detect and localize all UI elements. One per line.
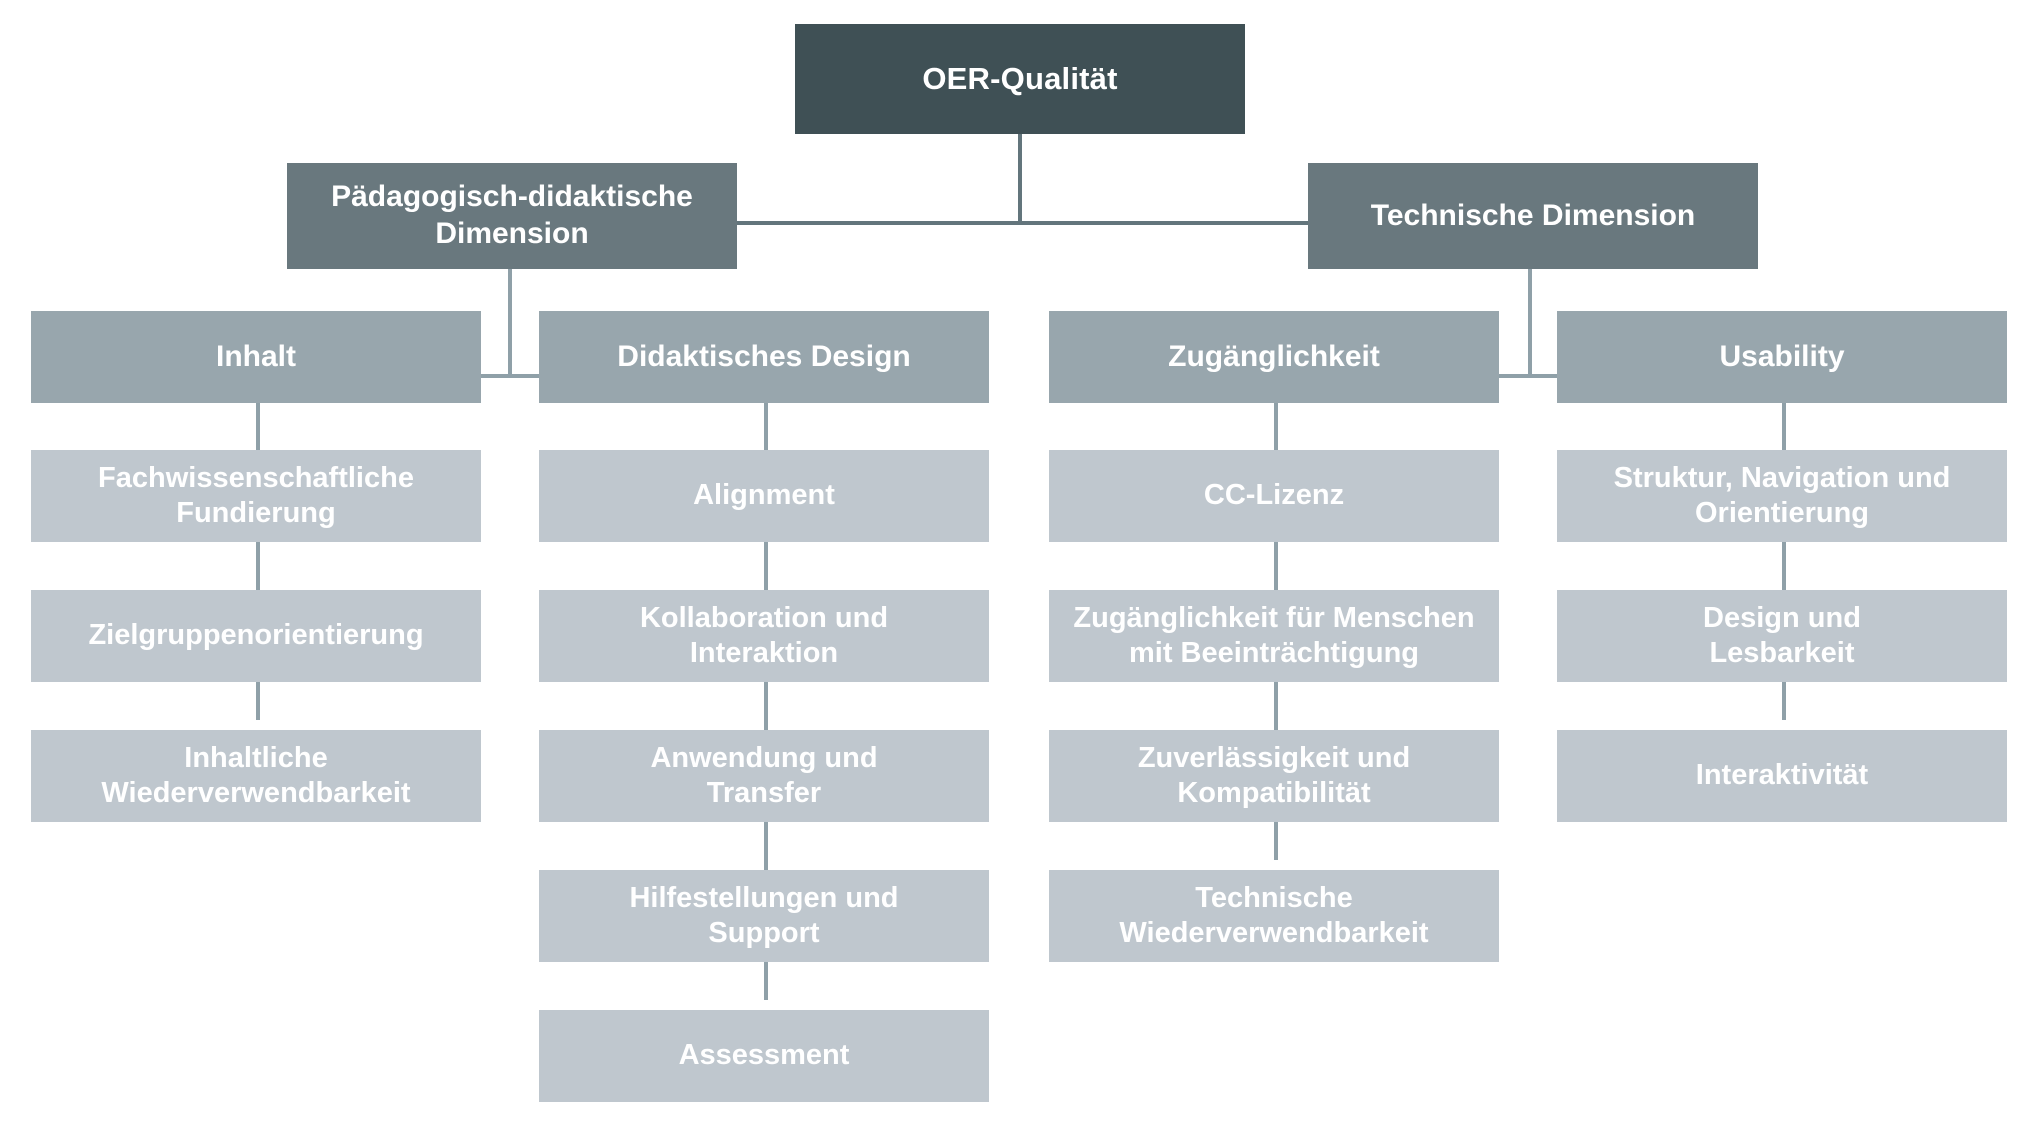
node-dimension-technisch[interactable]: Technische Dimension — [1308, 163, 1758, 269]
node-criterion[interactable]: Kollaboration und Interaktion — [539, 590, 989, 682]
node-criterion[interactable]: Anwendung und Transfer — [539, 730, 989, 822]
connector-left-dimension-stem — [508, 268, 512, 378]
connector-right-category-bar — [1278, 374, 1786, 378]
node-criterion[interactable]: Fachwissenschaftliche Fundierung — [31, 450, 481, 542]
connector-column-didaktisches-design — [764, 400, 768, 1000]
node-category-label: Didaktisches Design — [617, 339, 911, 373]
node-criterion[interactable]: Struktur, Navigation und Orientierung — [1557, 450, 2007, 542]
connector-column-inhalt — [256, 400, 260, 720]
node-criterion-label: Inhaltliche Wiederverwendbarkeit — [101, 741, 411, 809]
connector-root-stem — [1018, 133, 1022, 223]
node-criterion-label: Assessment — [678, 1039, 850, 1072]
node-category-inhalt[interactable]: Inhalt — [31, 311, 481, 403]
node-criterion[interactable]: Alignment — [539, 450, 989, 542]
node-dimension-label: Technische Dimension — [1370, 198, 1696, 232]
connector-right-dimension-stem — [1528, 268, 1532, 378]
node-criterion-label: Zielgruppenorientierung — [88, 619, 424, 652]
node-criterion-label: Alignment — [693, 479, 835, 512]
connector-column-usability — [1782, 400, 1786, 720]
node-criterion-label: Kollaboration und Interaktion — [639, 601, 889, 669]
connector-left-category-bar — [258, 374, 766, 378]
node-criterion[interactable]: Inhaltliche Wiederverwendbarkeit — [31, 730, 481, 822]
node-category-zugaenglichkeit[interactable]: Zugänglichkeit — [1049, 311, 1499, 403]
node-criterion-label: Zugänglichkeit für Menschen mit Beeinträ… — [1073, 601, 1475, 669]
node-criterion[interactable]: CC-Lizenz — [1049, 450, 1499, 542]
node-criterion-label: Anwendung und Transfer — [650, 741, 878, 809]
node-category-label: Zugänglichkeit — [1168, 339, 1380, 373]
node-criterion-label: CC-Lizenz — [1203, 479, 1345, 512]
node-criterion[interactable]: Zuverlässigkeit und Kompatibilität — [1049, 730, 1499, 822]
node-category-label: Inhalt — [216, 339, 296, 373]
node-criterion[interactable]: Zielgruppenorientierung — [31, 590, 481, 682]
node-root-label: OER-Qualität — [922, 61, 1118, 97]
node-root-oer-qualitaet[interactable]: OER-Qualität — [795, 24, 1245, 134]
node-category-didaktisches-design[interactable]: Didaktisches Design — [539, 311, 989, 403]
node-criterion[interactable]: Zugänglichkeit für Menschen mit Beeinträ… — [1049, 590, 1499, 682]
node-criterion[interactable]: Design und Lesbarkeit — [1557, 590, 2007, 682]
node-category-label: Usability — [1719, 339, 1845, 373]
node-criterion[interactable]: Technische Wiederverwendbarkeit — [1049, 870, 1499, 962]
node-dimension-paedagogisch-didaktisch[interactable]: Pädagogisch-didaktische Dimension — [287, 163, 737, 269]
node-criterion[interactable]: Interaktivität — [1557, 730, 2007, 822]
node-criterion[interactable]: Hilfestellungen und Support — [539, 870, 989, 962]
node-criterion[interactable]: Assessment — [539, 1010, 989, 1102]
node-dimension-label: Pädagogisch-didaktische Dimension — [331, 180, 693, 250]
node-criterion-label: Fachwissenschaftliche Fundierung — [98, 461, 414, 529]
connector-dimension-bar — [540, 221, 1500, 225]
node-criterion-label: Technische Wiederverwendbarkeit — [1119, 881, 1429, 949]
node-category-usability[interactable]: Usability — [1557, 311, 2007, 403]
node-criterion-label: Interaktivität — [1695, 759, 1869, 792]
node-criterion-label: Zuverlässigkeit und Kompatibilität — [1137, 741, 1411, 809]
node-criterion-label: Struktur, Navigation und Orientierung — [1613, 461, 1951, 529]
node-criterion-label: Design und Lesbarkeit — [1703, 601, 1861, 669]
node-criterion-label: Hilfestellungen und Support — [629, 881, 899, 949]
